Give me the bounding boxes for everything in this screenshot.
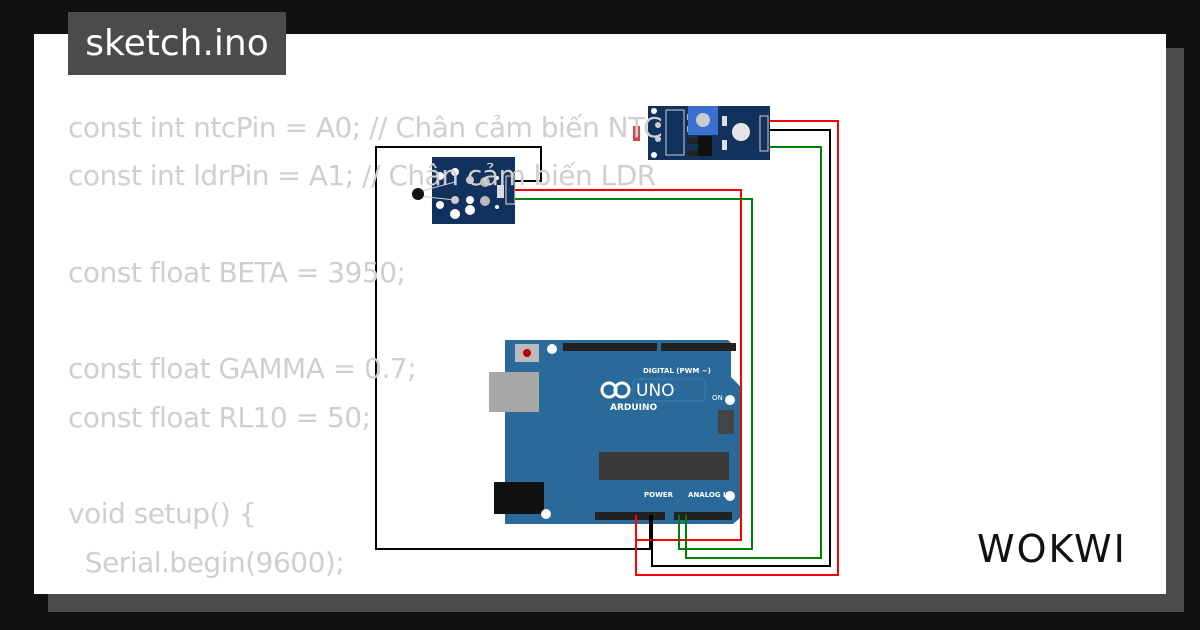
wire-black-ntc-gnd bbox=[375, 146, 651, 550]
ntc-sensor-module[interactable] bbox=[412, 157, 516, 224]
svg-text:WOKWI: WOKWI bbox=[977, 527, 1127, 570]
sketch-title: sketch.ino bbox=[68, 12, 286, 75]
analog-label: ANALOG IN bbox=[688, 491, 732, 499]
photoresistor bbox=[633, 126, 640, 141]
board-brand: ARDUINO bbox=[610, 403, 658, 413]
on-label: ON bbox=[712, 394, 723, 402]
board-model: UNO bbox=[636, 381, 675, 401]
digital-label: DIGITAL (PWM ~) bbox=[643, 367, 711, 375]
ldr-sensor-module[interactable] bbox=[633, 106, 770, 160]
wires bbox=[375, 120, 839, 576]
wire-red-ldr-vcc bbox=[635, 120, 839, 576]
arduino-uno-board[interactable]: UNO ARDUINO DIGITAL (PWM ~) POWER ANALOG… bbox=[489, 340, 740, 524]
power-label: POWER bbox=[644, 491, 674, 499]
wire-green-ldr-ao bbox=[685, 146, 822, 559]
thermistor bbox=[412, 188, 424, 200]
wire-green-ntc-a0 bbox=[515, 198, 753, 550]
wokwi-logo: WOKWI bbox=[977, 527, 1127, 570]
wire-black-ldr-gnd bbox=[651, 129, 831, 567]
